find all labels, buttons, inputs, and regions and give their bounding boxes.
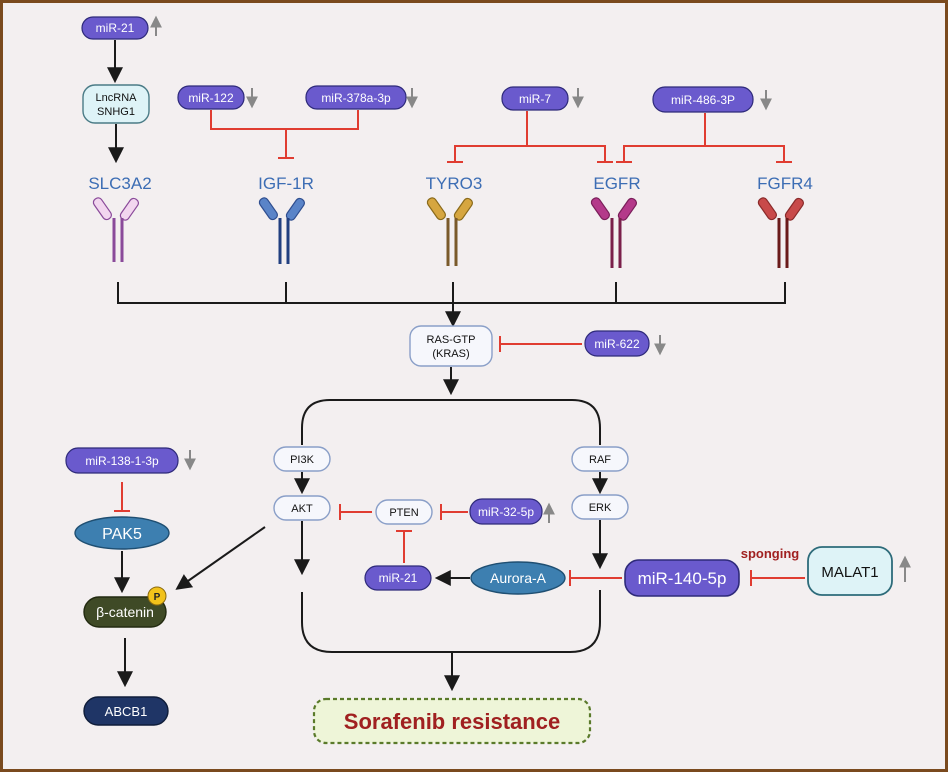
pi3k-label: PI3K bbox=[290, 454, 315, 466]
inhibit-aurora bbox=[569, 570, 622, 586]
mir378-label: miR-378a-3p bbox=[321, 91, 391, 105]
mir486-label: miR-486-3P bbox=[671, 93, 735, 107]
phospho-label: P bbox=[154, 592, 161, 603]
mir140-node: miR-140-5p bbox=[624, 559, 740, 597]
lncrna-label-1: LncRNA bbox=[96, 92, 138, 104]
phospho-badge: P bbox=[147, 586, 167, 606]
aurora-label: Aurora-A bbox=[490, 570, 547, 586]
sponging-label: sponging bbox=[741, 546, 800, 561]
erk-node: ERK bbox=[571, 494, 629, 520]
mir21-mid-node: miR-21 bbox=[364, 565, 432, 591]
aurora-a-node: Aurora-A bbox=[470, 561, 566, 595]
mir622-label: miR-622 bbox=[594, 337, 640, 351]
mir7-label: miR-7 bbox=[519, 92, 551, 106]
inhibit-pten-by-mir32 bbox=[440, 504, 468, 520]
receptor-egfr-icon bbox=[590, 197, 638, 268]
akt-node: AKT bbox=[273, 495, 331, 521]
malat1-label: MALAT1 bbox=[821, 564, 878, 581]
arrow-akt-catenin bbox=[175, 526, 266, 590]
mir378-node: miR-378a-3p bbox=[305, 85, 407, 110]
ras-label-1: RAS-GTP bbox=[427, 334, 476, 346]
pak5-label: PAK5 bbox=[102, 526, 142, 543]
pten-node: PTEN bbox=[375, 499, 433, 525]
pathway-loop-bottom bbox=[301, 590, 601, 653]
lncrna-snhg1-node: LncRNA SNHG1 bbox=[82, 84, 150, 124]
ras-label-2: (KRAS) bbox=[432, 348, 469, 360]
mir622-node: miR-622 bbox=[584, 330, 650, 357]
mir21-top-node: miR-21 bbox=[81, 16, 149, 40]
catenin-label: β-catenin bbox=[96, 604, 154, 620]
receptor-slc3a2-icon bbox=[92, 197, 140, 262]
inhibit-ras bbox=[499, 336, 582, 352]
mir140-label: miR-140-5p bbox=[638, 569, 727, 588]
mir32-node: miR-32-5p bbox=[469, 498, 543, 525]
inhibit-akt bbox=[339, 504, 372, 520]
pathway-loop-top bbox=[301, 399, 601, 445]
ras-gtp-node: RAS-GTP (KRAS) bbox=[409, 325, 493, 367]
erk-label: ERK bbox=[589, 502, 612, 514]
malat1-node: MALAT1 bbox=[807, 546, 893, 596]
sorafenib-resistance-box: Sorafenib resistance bbox=[312, 697, 592, 745]
mir32-label: miR-32-5p bbox=[478, 505, 534, 519]
receptor-fgfr4-icon bbox=[757, 197, 805, 268]
inhibit-pten-by-mir21 bbox=[396, 530, 412, 563]
receptor-igf1r-icon bbox=[258, 197, 306, 264]
mir7-node: miR-7 bbox=[501, 86, 569, 111]
abcb1-label: ABCB1 bbox=[105, 704, 148, 719]
akt-label: AKT bbox=[291, 503, 313, 515]
mir122-label: miR-122 bbox=[188, 91, 234, 105]
outcome-label: Sorafenib resistance bbox=[344, 709, 560, 734]
pten-label: PTEN bbox=[389, 507, 418, 519]
raf-node: RAF bbox=[571, 446, 629, 472]
receptor-tyro3-icon bbox=[426, 197, 474, 266]
mir21-mid-label: miR-21 bbox=[379, 571, 418, 585]
receptor-label-egfr: EGFR bbox=[593, 174, 640, 193]
pi3k-node: PI3K bbox=[273, 446, 331, 472]
inhibit-egfr-fgfr4 bbox=[616, 113, 792, 163]
receptor-label-tyro3: TYRO3 bbox=[426, 174, 483, 193]
receptor-bus bbox=[117, 282, 786, 328]
receptor-label-igf1r: IGF-1R bbox=[258, 174, 314, 193]
mir122-node: miR-122 bbox=[177, 85, 245, 110]
beta-catenin-node: β-catenin bbox=[83, 596, 167, 628]
raf-label: RAF bbox=[589, 454, 611, 466]
inhibit-mir140 bbox=[750, 570, 805, 586]
receptor-label-fgfr4: FGFR4 bbox=[757, 174, 813, 193]
inhibit-igf1r bbox=[210, 110, 359, 159]
receptor-label-slc3a2: SLC3A2 bbox=[88, 174, 151, 193]
mir486-node: miR-486-3P bbox=[652, 86, 754, 113]
mir21-top-label: miR-21 bbox=[96, 21, 135, 35]
abcb1-node: ABCB1 bbox=[83, 696, 169, 726]
inhibit-tyro3-egfr bbox=[447, 111, 613, 163]
mir138-label: miR-138-1-3p bbox=[85, 454, 159, 468]
pak5-node: PAK5 bbox=[74, 516, 170, 550]
mir138-node: miR-138-1-3p bbox=[65, 447, 179, 474]
lncrna-label-2: SNHG1 bbox=[97, 106, 135, 118]
inhibit-pak5 bbox=[114, 482, 130, 512]
